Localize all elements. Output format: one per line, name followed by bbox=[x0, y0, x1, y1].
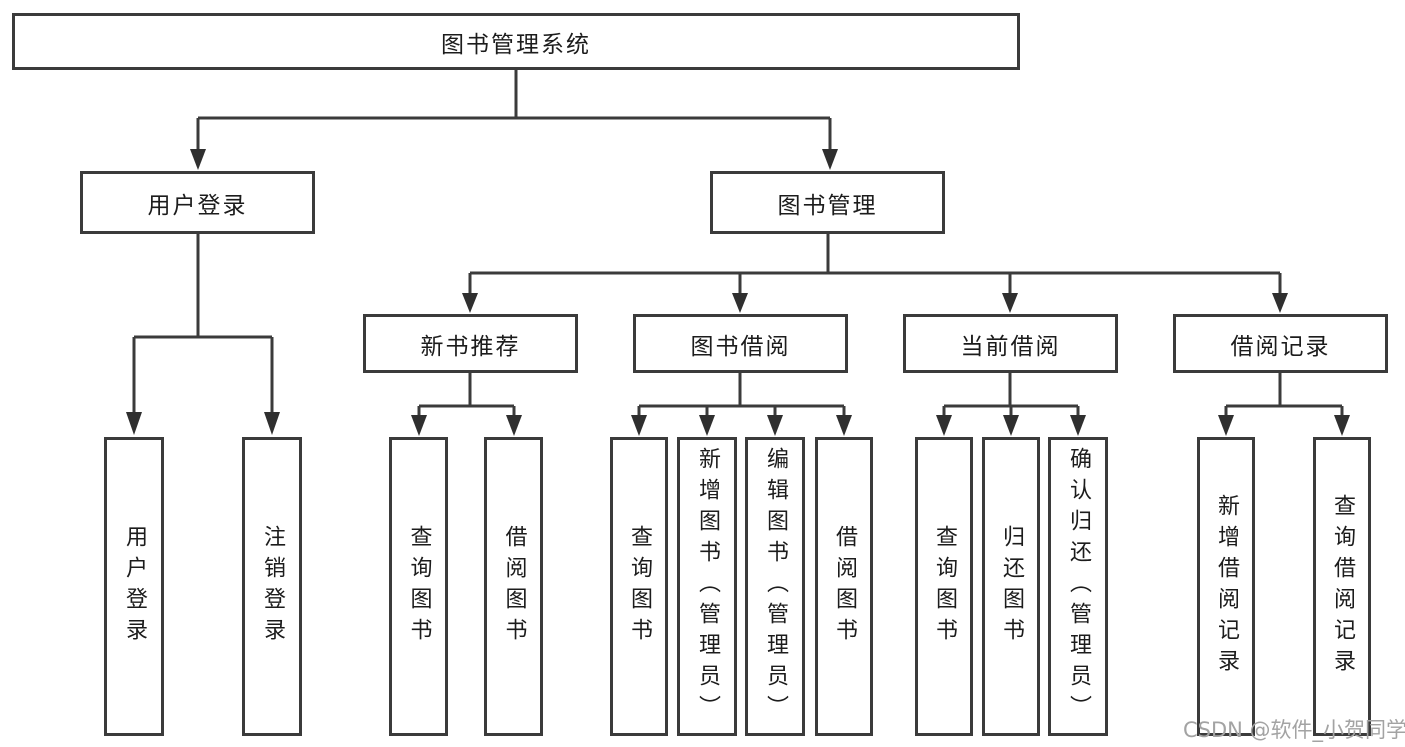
leaf-borrow-edit-books-admin: 编辑图书（管理员） bbox=[745, 437, 805, 736]
connector-borrow-record-branch bbox=[1218, 373, 1350, 436]
node-user-login-branch: 用户登录 bbox=[80, 171, 315, 234]
connector-book-borrow-branch bbox=[631, 373, 852, 436]
node-book-management: 图书管理 bbox=[710, 171, 945, 234]
node-new-book-recommend: 新书推荐 bbox=[363, 314, 578, 373]
connector-root-to-level2 bbox=[190, 70, 838, 170]
leaf-user-login: 用户登录 bbox=[104, 437, 164, 736]
leaf-current-query-books: 查询图书 bbox=[915, 437, 973, 736]
leaf-borrow-borrow-books: 借阅图书 bbox=[815, 437, 873, 736]
connector-user-login-branch bbox=[126, 234, 280, 435]
leaf-borrow-add-books-admin: 新增图书（管理员） bbox=[677, 437, 737, 736]
leaf-record-query-borrow-record: 查询借阅记录 bbox=[1313, 437, 1371, 736]
node-library-management-system: 图书管理系统 bbox=[12, 13, 1020, 70]
leaf-logout: 注销登录 bbox=[242, 437, 302, 736]
leaf-current-return-books: 归还图书 bbox=[982, 437, 1040, 736]
node-borrow-record: 借阅记录 bbox=[1173, 314, 1388, 373]
connector-current-borrow-branch bbox=[936, 373, 1086, 436]
node-current-borrow: 当前借阅 bbox=[903, 314, 1118, 373]
leaf-record-add-borrow-record: 新增借阅记录 bbox=[1197, 437, 1255, 736]
leaf-borrow-query-books: 查询图书 bbox=[610, 437, 668, 736]
leaf-recommend-borrow-books: 借阅图书 bbox=[484, 437, 543, 736]
csdn-watermark: CSDN @软件_小贺同学 bbox=[1183, 718, 1405, 742]
leaf-recommend-query-books: 查询图书 bbox=[389, 437, 448, 736]
connector-new-book-branch bbox=[411, 373, 522, 436]
leaf-current-confirm-return-admin: 确认归还（管理员） bbox=[1048, 437, 1108, 736]
connector-book-management-branch bbox=[462, 234, 1288, 313]
node-book-borrow: 图书借阅 bbox=[633, 314, 848, 373]
